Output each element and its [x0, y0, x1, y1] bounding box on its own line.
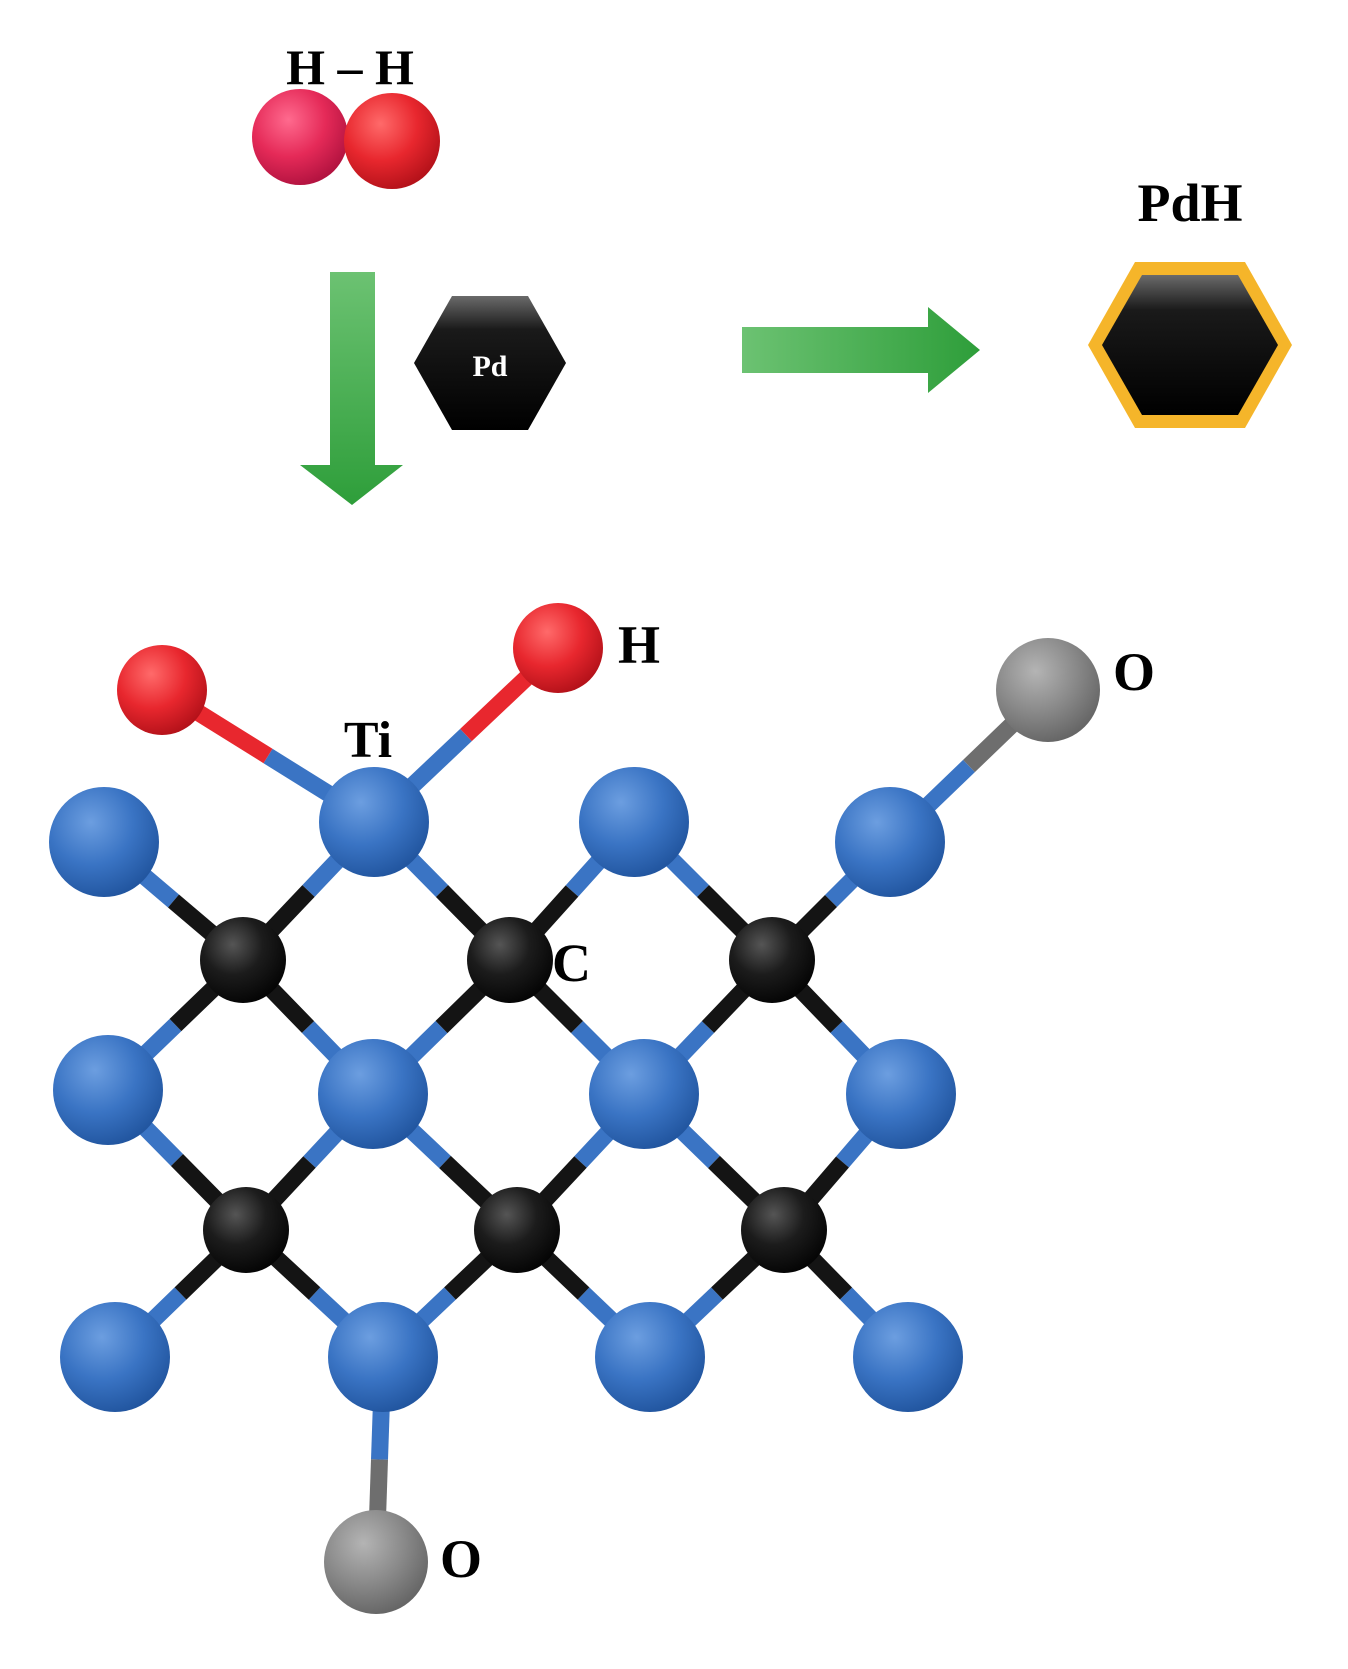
o-label-bottom: O: [440, 1529, 482, 1589]
down-arrow-icon: [300, 272, 403, 505]
titanium-atom: [595, 1302, 705, 1412]
o-label-right: O: [1113, 642, 1155, 702]
right-arrow-icon: [742, 307, 980, 393]
carbon-atom: [729, 917, 815, 1003]
titanium-atom: [328, 1302, 438, 1412]
h2-molecule: [252, 89, 440, 189]
pdh-hexagon-icon: [1102, 275, 1278, 415]
titanium-atom: [49, 787, 159, 897]
carbon-atom: [474, 1187, 560, 1273]
hydrogen-atom-left: [252, 89, 348, 185]
pd-hexagon-icon: [414, 296, 566, 430]
carbon-atom: [467, 917, 553, 1003]
titanium-atom: [835, 787, 945, 897]
pdh-product: [1088, 262, 1292, 428]
h2-label: H – H: [286, 39, 414, 95]
titanium-atom: [589, 1039, 699, 1149]
titanium-atom: [319, 767, 429, 877]
lattice-atoms: [49, 603, 1100, 1614]
pd-catalyst: [414, 296, 566, 430]
carbon-atom: [741, 1187, 827, 1273]
titanium-atom: [579, 767, 689, 877]
titanium-atom: [60, 1302, 170, 1412]
hydrogen-atom-right: [344, 93, 440, 189]
titanium-atom: [846, 1039, 956, 1149]
hydrogen-atom: [513, 603, 603, 693]
carbon-atom: [200, 917, 286, 1003]
carbon-atom: [203, 1187, 289, 1273]
h-label: H: [618, 615, 660, 675]
c-label: C: [552, 933, 591, 993]
oxygen-atom: [324, 1510, 428, 1614]
titanium-atom: [53, 1035, 163, 1145]
titanium-atom: [318, 1039, 428, 1149]
ti-label: Ti: [344, 712, 392, 769]
titanium-atom: [853, 1302, 963, 1412]
oxygen-atom: [996, 638, 1100, 742]
hydrogen-atom: [117, 645, 207, 735]
pdh-label: PdH: [1137, 173, 1242, 233]
pd-label: Pd: [472, 350, 507, 383]
